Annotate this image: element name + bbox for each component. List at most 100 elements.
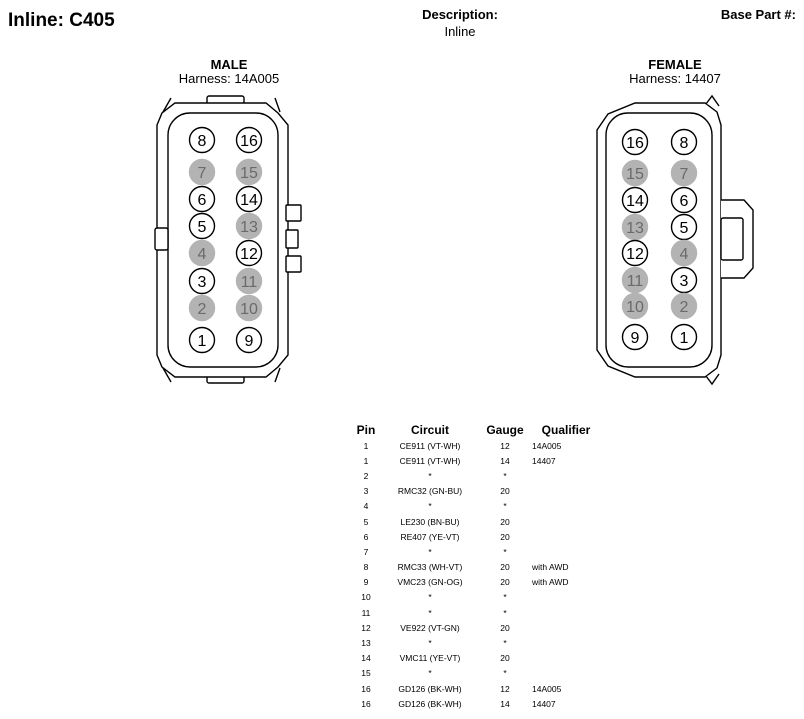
pin-number-label: 14	[240, 192, 258, 209]
pin-number-label: 4	[198, 246, 207, 263]
qualifier-cell: 14407	[532, 698, 556, 709]
qualifier-cell: 14A005	[532, 683, 562, 694]
pin-number-cell: 6	[363, 531, 369, 542]
circuit-cell: RMC33 (WH-VT)	[397, 562, 463, 573]
pin-number-label: 9	[245, 333, 254, 350]
pin-circle	[188, 212, 216, 240]
col-header-pin: Pin	[356, 422, 376, 437]
qualifier-cell: 14407	[532, 455, 556, 466]
pin-number-cell: 8	[363, 562, 369, 573]
gauge-cell: 20	[500, 486, 510, 497]
table-row: 15**	[352, 666, 602, 681]
pin-circle	[670, 128, 698, 156]
pin-number-label: 9	[631, 330, 640, 347]
description-label: Description:	[422, 7, 498, 22]
col-header-gauge: Gauge	[486, 422, 524, 437]
pin-number-label: 3	[198, 274, 207, 291]
pin-circle	[188, 185, 216, 213]
pin-number-label: 2	[198, 301, 207, 318]
gauge-cell: *	[503, 592, 507, 603]
pin-number-label: 16	[240, 133, 258, 150]
circuit-cell: *	[428, 470, 432, 481]
pin-circle	[621, 323, 649, 351]
pin-circle	[235, 326, 263, 354]
pin-circle	[235, 126, 263, 154]
male-harness-label: Harness: 14A005	[178, 71, 280, 86]
qualifier-cell	[530, 514, 602, 529]
pin-circle	[188, 267, 216, 295]
pin-number-label: 12	[240, 246, 258, 263]
pin-number-label: 7	[198, 165, 207, 182]
pin-number-cell: 7	[363, 546, 369, 557]
pin-number-label: 14	[626, 193, 644, 210]
pin-number-cell: 9	[363, 577, 369, 588]
qualifier-cell: with AWD	[532, 562, 569, 573]
pin-number-cell: 14	[361, 653, 371, 664]
table-row: 13**	[352, 635, 602, 650]
gauge-cell: *	[503, 638, 507, 649]
pin-circle	[670, 186, 698, 214]
male-header: MALE Harness: 14A005	[129, 57, 329, 86]
gauge-cell: 12	[500, 683, 510, 694]
table-row: 2**	[352, 468, 602, 483]
gauge-cell: *	[503, 470, 507, 481]
table-row: 11**	[352, 605, 602, 620]
qualifier-cell	[530, 620, 602, 635]
gauge-cell: 14	[500, 455, 510, 466]
pin-number-label: 10	[626, 299, 644, 316]
gauge-cell: 12	[500, 440, 510, 451]
circuit-cell: CE911 (VT-WH)	[399, 440, 461, 451]
pin-number-cell: 4	[363, 501, 369, 512]
pin-number-cell: 5	[363, 516, 369, 527]
pin-number-label: 8	[198, 133, 207, 150]
pin-number-cell: 12	[361, 622, 371, 633]
circuit-cell: VMC11 (YE-VT)	[399, 653, 461, 664]
circuit-cell: *	[428, 592, 432, 603]
qualifier-cell: 14A005	[532, 440, 562, 451]
pin-table-header: Pin Circuit Gauge Qualifier	[352, 421, 602, 438]
circuit-cell: RMC32 (GN-BU)	[397, 486, 463, 497]
pin-circle	[188, 294, 216, 322]
pin-number-label: 3	[680, 273, 689, 290]
circuit-cell: VE922 (VT-GN)	[400, 622, 460, 633]
circuit-cell: RE407 (YE-VT)	[400, 531, 460, 542]
gauge-cell: *	[503, 607, 507, 618]
pin-circle	[188, 239, 216, 267]
pin-number-cell: 16	[361, 683, 371, 694]
pin-circle	[188, 326, 216, 354]
pin-circle	[670, 292, 698, 320]
gauge-cell: 20	[500, 531, 510, 542]
pin-circle	[235, 294, 263, 322]
table-row: 7**	[352, 544, 602, 559]
connector-title: Inline: C405	[8, 10, 115, 31]
gauge-cell: 20	[500, 653, 510, 664]
qualifier-cell	[530, 544, 602, 559]
pin-number-label: 13	[240, 219, 258, 236]
qualifier-cell	[530, 499, 602, 514]
circuit-cell: *	[428, 546, 432, 557]
pin-number-cell: 13	[361, 638, 371, 649]
pin-circle	[621, 266, 649, 294]
pin-number-label: 12	[626, 246, 644, 263]
pin-number-cell: 3	[363, 486, 369, 497]
circuit-cell: CE911 (VT-WH)	[399, 455, 461, 466]
col-header-qualifier: Qualifier	[541, 422, 591, 437]
pin-number-label: 4	[680, 246, 689, 263]
pin-number-label: 16	[626, 135, 644, 152]
pin-number-label: 10	[240, 301, 258, 318]
pin-circle	[670, 159, 698, 187]
col-header-circuit: Circuit	[410, 422, 449, 437]
male-gender-label: MALE	[210, 57, 248, 72]
gauge-cell: 14	[500, 698, 510, 709]
pin-number-label: 1	[680, 330, 689, 347]
table-row: 3 RMC32 (GN-BU) 20	[352, 484, 602, 499]
table-row: 4**	[352, 499, 602, 514]
table-row: 6 RE407 (YE-VT) 20	[352, 529, 602, 544]
circuit-cell: GD126 (BK-WH)	[398, 698, 462, 709]
pin-number-cell: 1	[363, 440, 369, 451]
